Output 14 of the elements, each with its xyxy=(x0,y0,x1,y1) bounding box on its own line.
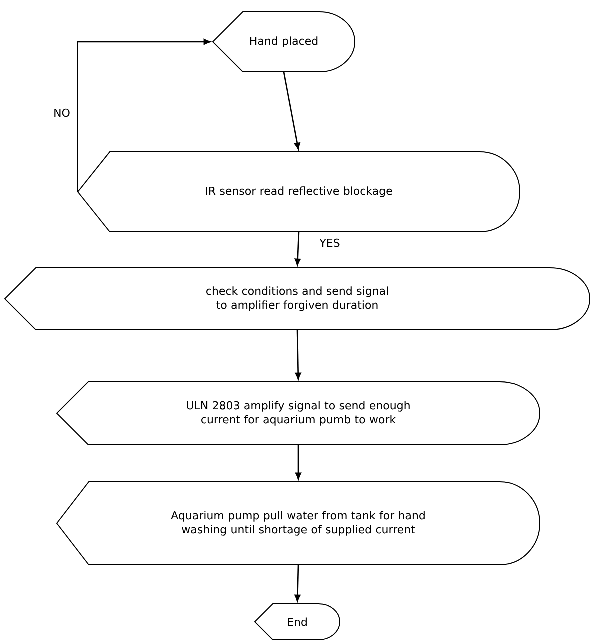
arrow xyxy=(294,565,301,602)
arrow xyxy=(294,232,301,266)
arrow xyxy=(283,72,300,150)
arrow xyxy=(295,330,302,380)
display-box: check conditions and send signal to amplifier forgiven duration xyxy=(4,268,590,330)
display-box: Hand placed xyxy=(212,12,356,72)
arrow xyxy=(77,39,211,192)
edge-label: YES xyxy=(318,238,342,248)
display-box: ULN 2803 amplify signal to send enough current for aquarium pumb to work xyxy=(56,382,540,446)
display-box: Aquarium pump pull water from tank for hand washing until shortage of supplied current xyxy=(56,482,540,566)
display-box: End xyxy=(254,604,340,640)
display-box: IR sensor read reflective blockage xyxy=(78,152,520,232)
edge-label: NO xyxy=(52,108,72,118)
arrow xyxy=(296,445,302,480)
